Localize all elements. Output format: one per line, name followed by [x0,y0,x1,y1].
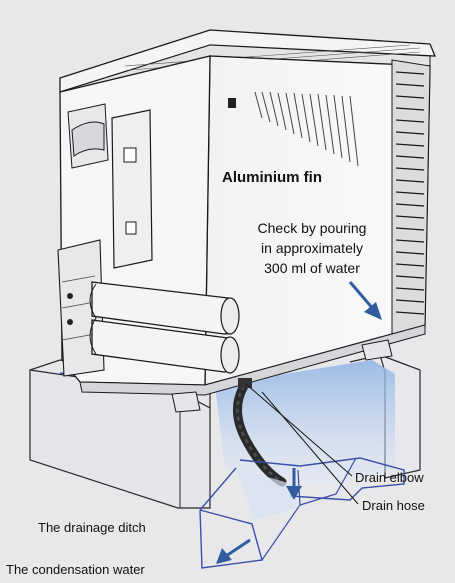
arrow-down-right-icon [348,281,382,320]
drain-hose-illustration [233,378,287,487]
aluminium-fin-label: Aluminium fin [222,169,322,186]
drainage-ditch-label: The drainage ditch [38,520,146,535]
pour-check-line-2: in approximately [261,240,363,256]
unit-body [57,29,436,413]
refrigerant-pipes [89,281,240,374]
leader-lines [245,383,359,505]
pour-check-instruction: Check by pouring in approximately 300 ml… [234,218,390,278]
arrow-down-left-icon [216,538,251,564]
drain-hose-label: Drain hose [362,498,425,513]
arrow-down-icon [286,468,302,500]
drain-elbow-label: Drain elbow [355,470,424,485]
drainage-ditch [199,457,405,569]
pour-check-line-1: Check by pouring [257,220,367,236]
condensation-water-label: The condensation water [6,562,145,577]
pour-check-line-3: 300 ml of water [264,260,360,276]
